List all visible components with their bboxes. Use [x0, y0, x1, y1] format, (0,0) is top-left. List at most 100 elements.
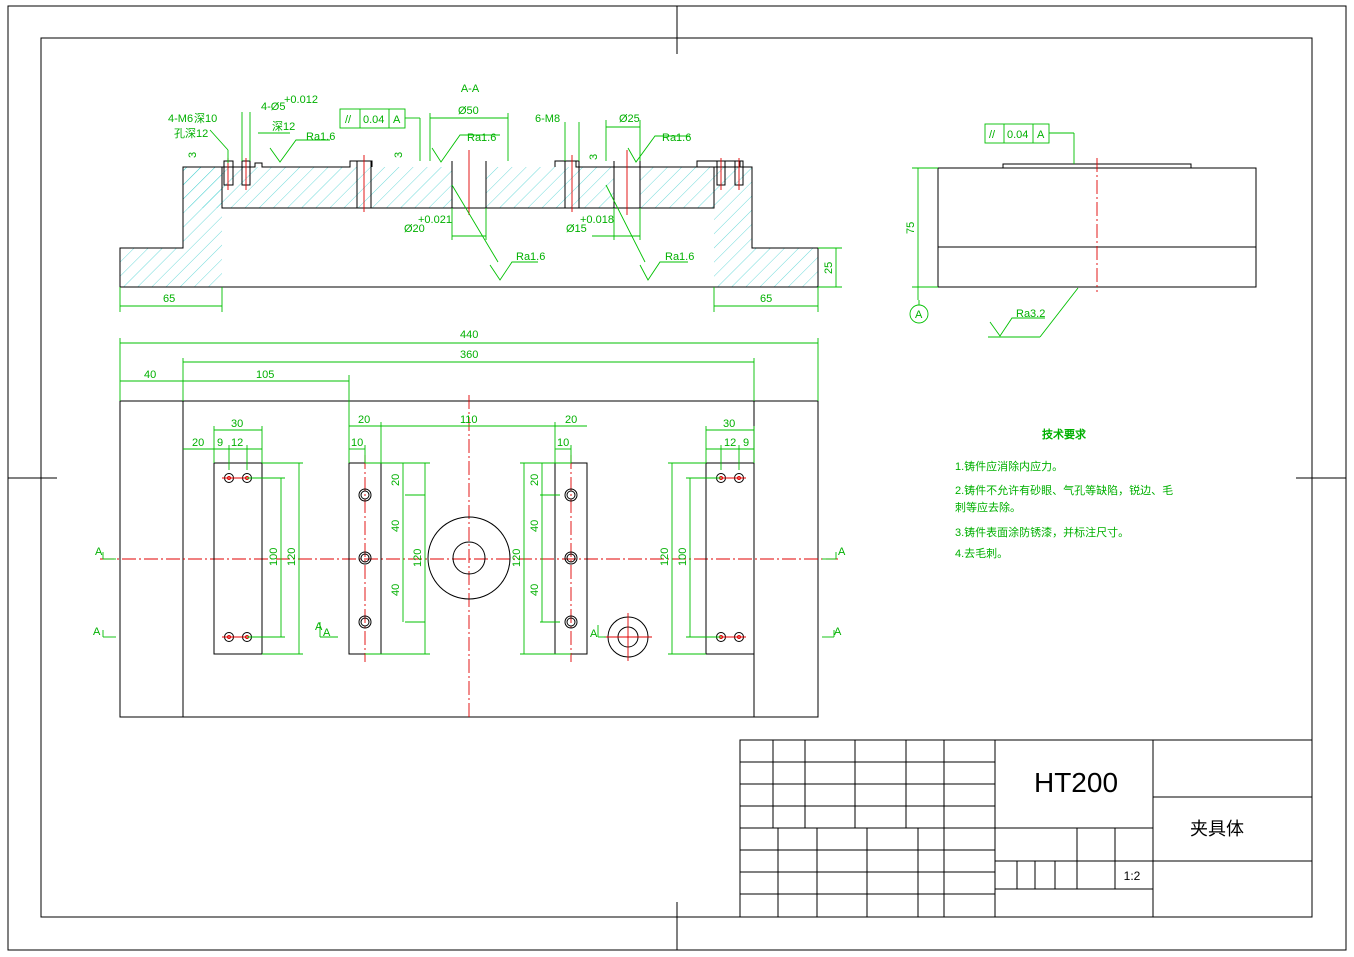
left-thread-callout: 4-M6 深10 孔深12 3	[168, 112, 229, 163]
svg-text:Ø20: Ø20	[404, 223, 425, 235]
svg-text://: //	[345, 114, 352, 126]
svg-text:4-Ø5: 4-Ø5	[261, 101, 285, 113]
svg-text:40: 40	[529, 584, 541, 596]
svg-text:Ra1.6: Ra1.6	[665, 251, 694, 263]
svg-text://: //	[989, 129, 996, 141]
svg-text:0.04: 0.04	[363, 114, 384, 126]
pin-hole-callout: 4-Ø5 +0.012 深12	[241, 94, 318, 161]
svg-text:25: 25	[823, 262, 835, 274]
section-label: A-A	[461, 83, 480, 95]
svg-text:20: 20	[529, 474, 541, 486]
svg-text:6-M8: 6-M8	[535, 113, 560, 125]
section-hatch	[120, 167, 818, 287]
scale-value: 1:2	[1124, 869, 1141, 883]
svg-text:12: 12	[231, 437, 243, 449]
central-bore	[427, 516, 511, 600]
note-item: 3.铸件表面涂防锈漆，并标注尺寸。	[955, 525, 1129, 539]
bore-50-callout: Ø50 Ra1.6	[429, 105, 509, 163]
svg-text:A: A	[838, 546, 846, 558]
parallelism-tolerance-frame: // 0.04 A 3	[339, 108, 421, 161]
svg-text:10: 10	[351, 437, 363, 449]
svg-text:A: A	[393, 114, 401, 126]
svg-text:30: 30	[723, 418, 735, 430]
svg-text:4-M6: 4-M6	[168, 113, 193, 125]
bore-15-callout: Ø15 +0.018 Ra1.6	[566, 184, 694, 281]
svg-text:20: 20	[565, 414, 577, 426]
svg-text:Ra1.6: Ra1.6	[516, 251, 545, 263]
foot-dimensions: 65 65 25	[119, 247, 842, 312]
svg-text:20: 20	[358, 414, 370, 426]
svg-text:20: 20	[390, 474, 402, 486]
svg-text:105: 105	[256, 369, 274, 381]
note-item: 4.去毛刺。	[955, 547, 1008, 560]
svg-text:9: 9	[743, 437, 749, 449]
plan-top-dimensions: 440 360 40 105 110 20 10 20 10	[119, 329, 819, 470]
svg-text:Ra1.6: Ra1.6	[306, 131, 335, 143]
section-markers: A A A A A A A	[93, 546, 846, 640]
svg-text:65: 65	[163, 293, 175, 305]
svg-text:A: A	[834, 626, 842, 638]
svg-text:A: A	[1037, 129, 1045, 141]
plan-vertical-dimensions: 120 20 40 40 120 20 40 40 100 120	[247, 462, 721, 655]
sheet-border	[7, 5, 1347, 951]
svg-text:30: 30	[231, 418, 243, 430]
svg-text:75: 75	[905, 222, 917, 234]
roughness-symbol: Ra1.6	[269, 131, 335, 163]
svg-text:A: A	[315, 621, 323, 633]
svg-text:40: 40	[390, 520, 402, 532]
svg-text:深10: 深10	[194, 112, 217, 125]
svg-text:440: 440	[460, 329, 478, 341]
svg-text:9: 9	[217, 437, 223, 449]
svg-text:40: 40	[144, 369, 156, 381]
title-block: HT200 夹具体 1:2	[739, 739, 1313, 918]
svg-text:A: A	[915, 309, 923, 321]
svg-text:40: 40	[529, 520, 541, 532]
bore-25-callout: Ø25 Ra1.6	[605, 113, 691, 163]
part-name: 夹具体	[1190, 819, 1244, 839]
svg-text:Ø25: Ø25	[619, 113, 640, 125]
notes-title: 技术要求	[1042, 427, 1087, 441]
side-roughness: Ra3.2	[988, 287, 1079, 338]
note-item: 2.铸件不允许有砂眼、气孔等缺陷，锐边、毛	[955, 483, 1173, 497]
svg-text:110: 110	[460, 414, 478, 426]
svg-text:Ø50: Ø50	[458, 105, 479, 117]
plan-view: 440 360 40 105 110 20 10 20 10	[93, 329, 846, 720]
note-item: 刺等应去除。	[955, 500, 1021, 514]
svg-text:A: A	[95, 546, 103, 558]
section-view-a-a: A-A 4-M6 深10 孔深12 3 4-Ø5 +0.012 深12 Ra1.…	[119, 83, 842, 312]
note-item: 1.铸件应消除内应力。	[955, 459, 1063, 473]
svg-text:3: 3	[588, 154, 600, 160]
small-bore	[604, 613, 652, 661]
svg-text:120: 120	[511, 549, 523, 567]
svg-text:10: 10	[557, 437, 569, 449]
svg-text:120: 120	[412, 549, 424, 567]
svg-text:100: 100	[268, 548, 280, 566]
svg-text:12: 12	[724, 437, 736, 449]
svg-text:100: 100	[677, 548, 689, 566]
svg-text:120: 120	[286, 548, 298, 566]
svg-text:+0.012: +0.012	[284, 94, 318, 106]
side-view: // 0.04 A 75 A Ra3.2	[905, 123, 1257, 338]
svg-text:Ra3.2: Ra3.2	[1016, 308, 1045, 320]
svg-text:A: A	[590, 628, 598, 640]
svg-text:+0.021: +0.021	[418, 214, 452, 226]
svg-text:孔深12: 孔深12	[174, 127, 208, 140]
side-height-dim: 75 A	[905, 167, 938, 324]
technical-requirements: 技术要求 1.铸件应消除内应力。 2.铸件不允许有砂眼、气孔等缺陷，锐边、毛 刺…	[955, 427, 1173, 560]
svg-text:360: 360	[460, 349, 478, 361]
svg-text:40: 40	[390, 584, 402, 596]
side-tolerance-frame: // 0.04 A	[984, 123, 1075, 164]
material-label: HT200	[1034, 767, 1118, 798]
svg-text:120: 120	[659, 548, 671, 566]
svg-text:A: A	[323, 627, 331, 639]
svg-text:65: 65	[760, 293, 772, 305]
bore-20-callout: Ø20 +0.021 Ra1.6	[404, 184, 545, 281]
svg-text:Ra1.6: Ra1.6	[467, 132, 496, 144]
svg-text:Ø15: Ø15	[566, 223, 587, 235]
svg-text:Ra1.6: Ra1.6	[662, 132, 691, 144]
svg-text:A: A	[93, 626, 101, 638]
svg-text:0.04: 0.04	[1007, 129, 1028, 141]
svg-text:20: 20	[192, 437, 204, 449]
svg-text:3: 3	[187, 152, 199, 158]
